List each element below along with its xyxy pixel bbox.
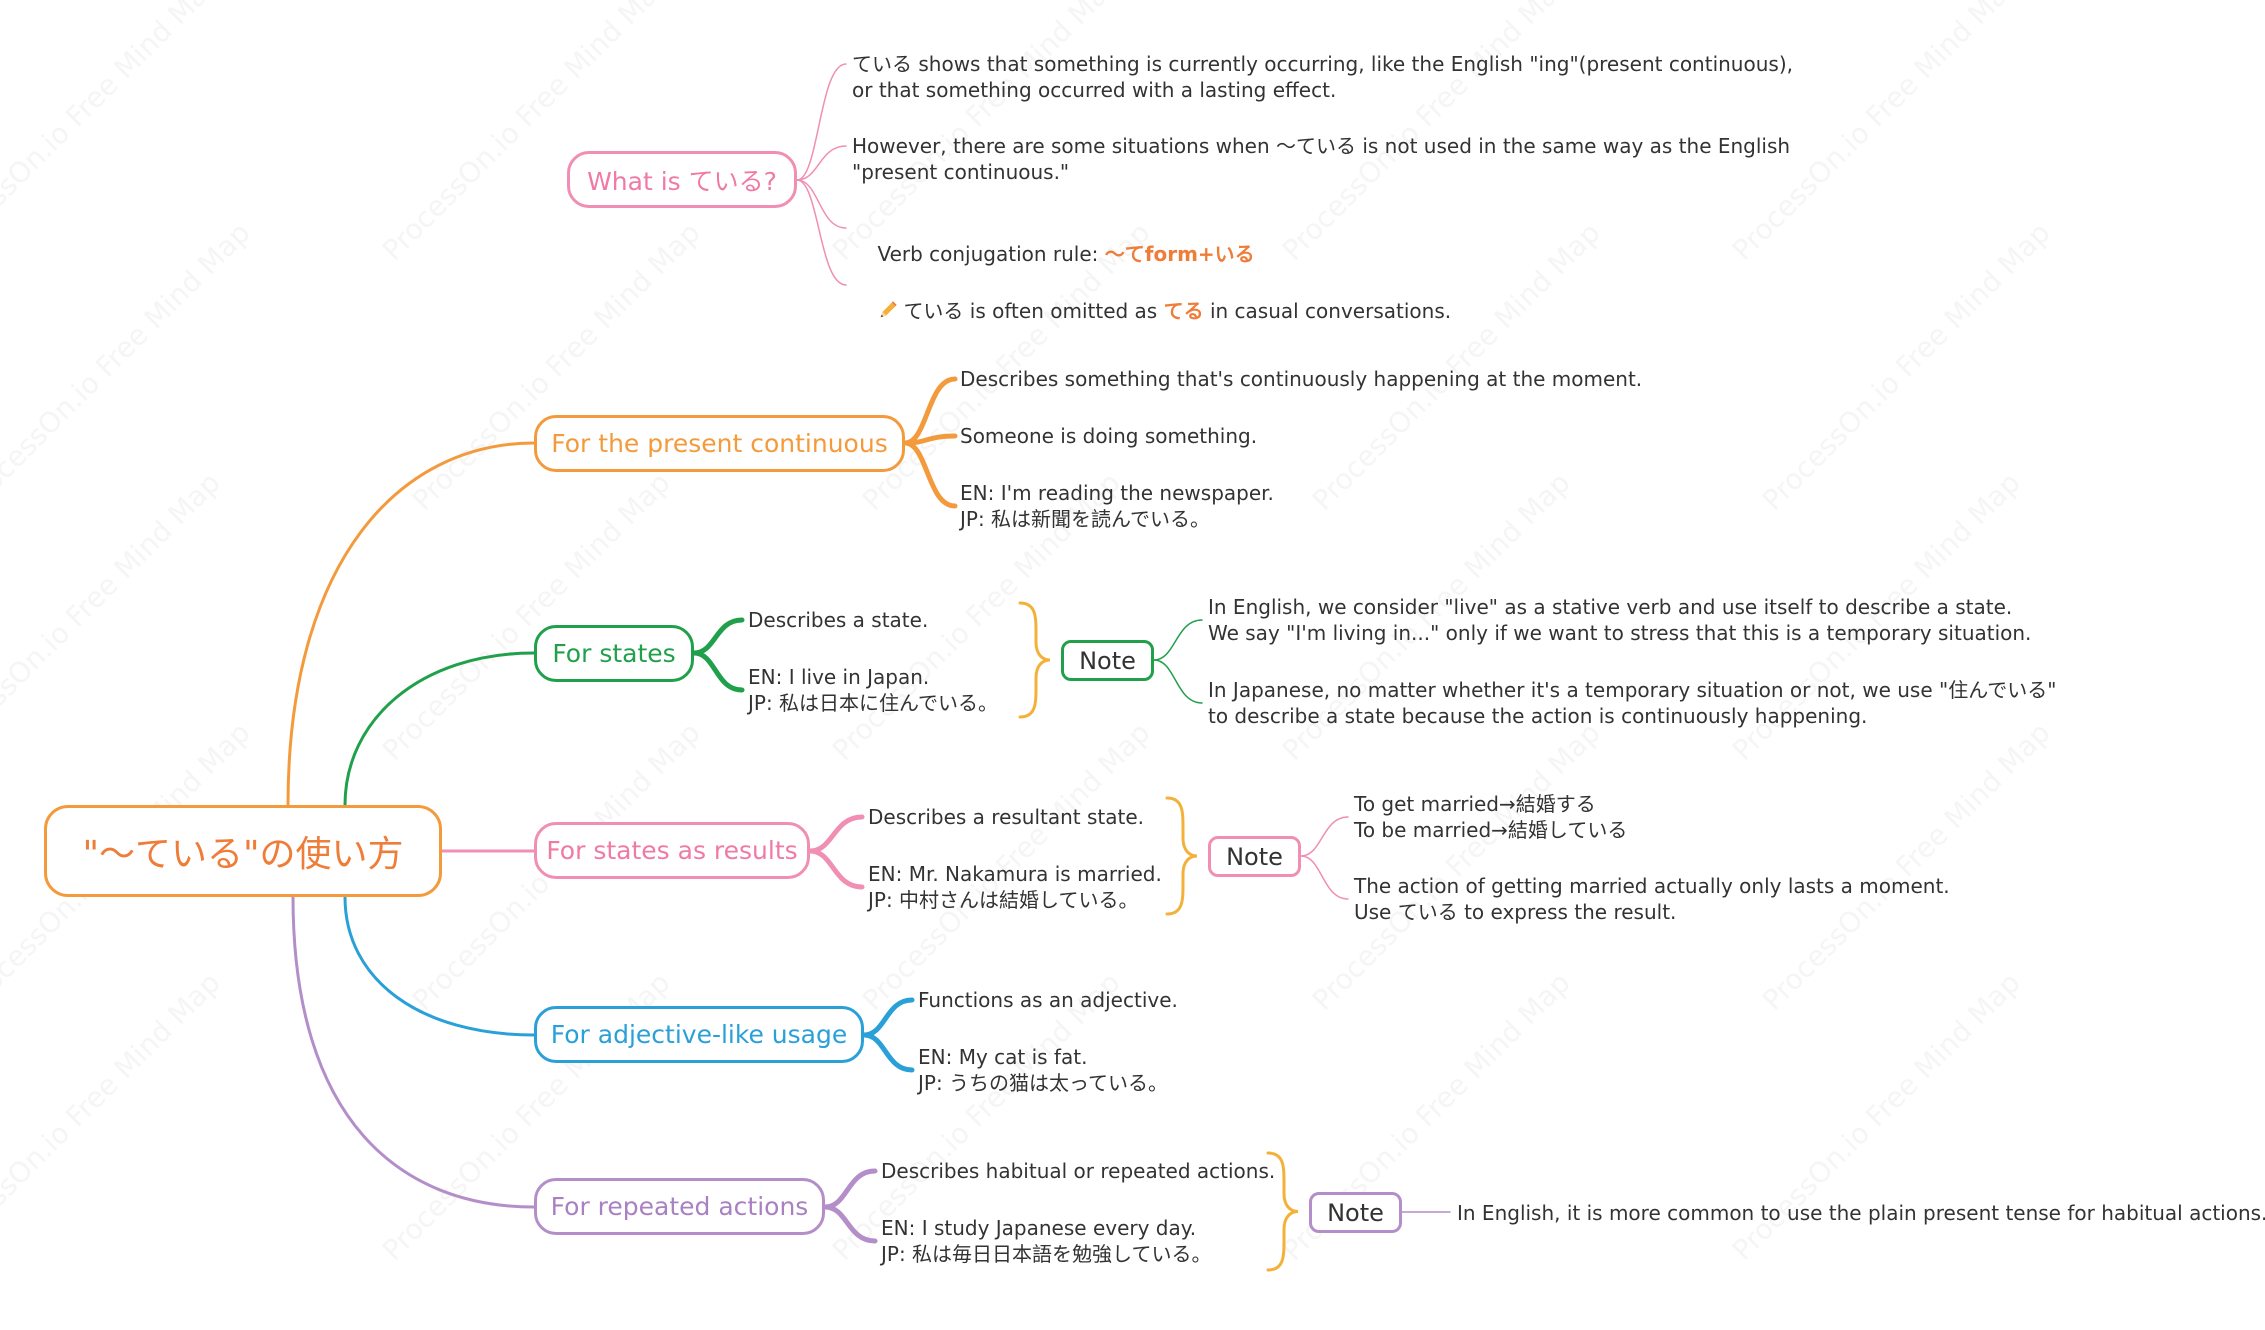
- topic-present-continuous-label: For the present continuous: [551, 429, 888, 458]
- link-results-1: [807, 814, 865, 854]
- link-what-1: [796, 63, 847, 181]
- link-adjective-1: [861, 997, 915, 1038]
- states-item-1: Describes a state.: [748, 608, 929, 632]
- topic-states-label: For states: [552, 639, 676, 668]
- repeated-note[interactable]: Note: [1309, 1192, 1402, 1233]
- pencil-icon: [881, 301, 898, 318]
- link-states-1: [691, 617, 745, 656]
- states-note[interactable]: Note: [1061, 640, 1154, 681]
- topic-adjective-like-usage-label: For adjective-like usage: [550, 1020, 848, 1049]
- casual-omission-highlight: てる: [1163, 299, 1204, 323]
- results-note-label: Note: [1226, 842, 1283, 871]
- repeated-brace: [1266, 1151, 1299, 1272]
- link-root-repeated: [291, 895, 536, 1209]
- link-results-note-2: [1300, 855, 1349, 900]
- results-brace: [1165, 796, 1198, 916]
- link-results-2: [807, 848, 865, 890]
- topic-repeated-actions[interactable]: For repeated actions: [534, 1178, 825, 1235]
- topic-states[interactable]: For states: [534, 625, 694, 682]
- what-item-4: ている is often omitted as てる in casual con…: [852, 272, 1451, 350]
- link-present-3: [902, 440, 958, 509]
- present-item-3: EN: I'm reading the newspaper. JP: 私は新聞を…: [960, 481, 1274, 531]
- what-item-2: However, there are some situations when …: [852, 134, 1791, 184]
- topic-what-is-teiru-label: What is ている?: [587, 166, 777, 196]
- casual-omission-text: ている is often omitted as: [903, 299, 1164, 323]
- results-note-item-2: The action of getting married actually o…: [1354, 874, 1950, 924]
- what-item-3: Verb conjugation rule: 〜てform+いる: [852, 215, 1255, 293]
- link-states-note-2: [1153, 659, 1203, 704]
- results-note-item-1: To get married→結婚する To be married→結婚している: [1354, 792, 1628, 842]
- casual-omission-suffix: in casual conversations.: [1203, 299, 1452, 323]
- repeated-item-1: Describes habitual or repeated actions.: [881, 1159, 1276, 1183]
- link-present-1: [902, 376, 958, 446]
- root-topic-label: "〜ている"の使い方: [82, 834, 404, 875]
- states-note-item-2: In Japanese, no matter whether it's a te…: [1208, 678, 2057, 728]
- topic-present-continuous[interactable]: For the present continuous: [534, 415, 905, 472]
- states-note-item-1: In English, we consider "live" as a stat…: [1208, 595, 2032, 645]
- topic-what-is-teiru[interactable]: What is ている?: [567, 151, 797, 208]
- topic-states-as-results-label: For states as results: [546, 836, 798, 865]
- link-results-note-1: [1300, 816, 1349, 857]
- results-note[interactable]: Note: [1208, 836, 1301, 877]
- link-states-note-1: [1153, 619, 1203, 661]
- repeated-note-item-1: In English, it is more common to use the…: [1457, 1201, 2265, 1225]
- link-root-adjective: [343, 895, 536, 1037]
- link-root-present: [286, 441, 536, 807]
- root-topic[interactable]: "〜ている"の使い方: [44, 805, 442, 897]
- topic-states-as-results[interactable]: For states as results: [534, 822, 810, 879]
- link-what-4: [796, 179, 847, 286]
- link-root-states: [343, 651, 536, 807]
- states-brace: [1018, 601, 1051, 719]
- topic-adjective-like-usage[interactable]: For adjective-like usage: [534, 1006, 864, 1063]
- link-repeated-1: [822, 1168, 878, 1210]
- link-what-2: [796, 145, 847, 181]
- topic-repeated-actions-label: For repeated actions: [550, 1192, 809, 1221]
- present-item-1: Describes something that's continuously …: [960, 367, 1643, 391]
- results-item-1: Describes a resultant state.: [868, 805, 1145, 829]
- link-what-3: [796, 179, 847, 229]
- conjugation-rule-text: Verb conjugation rule:: [877, 242, 1105, 266]
- repeated-note-label: Note: [1327, 1198, 1384, 1227]
- adjective-item-1: Functions as an adjective.: [918, 988, 1178, 1012]
- what-item-1: ている shows that something is currently oc…: [852, 52, 1793, 102]
- link-repeated-2: [822, 1204, 878, 1244]
- repeated-item-2: EN: I study Japanese every day. JP: 私は毎日…: [881, 1216, 1212, 1266]
- adjective-item-2: EN: My cat is fat. JP: うちの猫は太っている。: [918, 1045, 1169, 1095]
- link-adjective-2: [861, 1032, 915, 1073]
- states-item-2: EN: I live in Japan. JP: 私は日本に住んでいる。: [748, 665, 999, 715]
- link-states-2: [691, 650, 745, 693]
- results-item-2: EN: Mr. Nakamura is married. JP: 中村さんは結婚…: [868, 862, 1162, 912]
- conjugation-rule-highlight: 〜てform+いる: [1104, 242, 1255, 266]
- present-item-2: Someone is doing something.: [960, 424, 1258, 448]
- states-note-label: Note: [1079, 646, 1136, 675]
